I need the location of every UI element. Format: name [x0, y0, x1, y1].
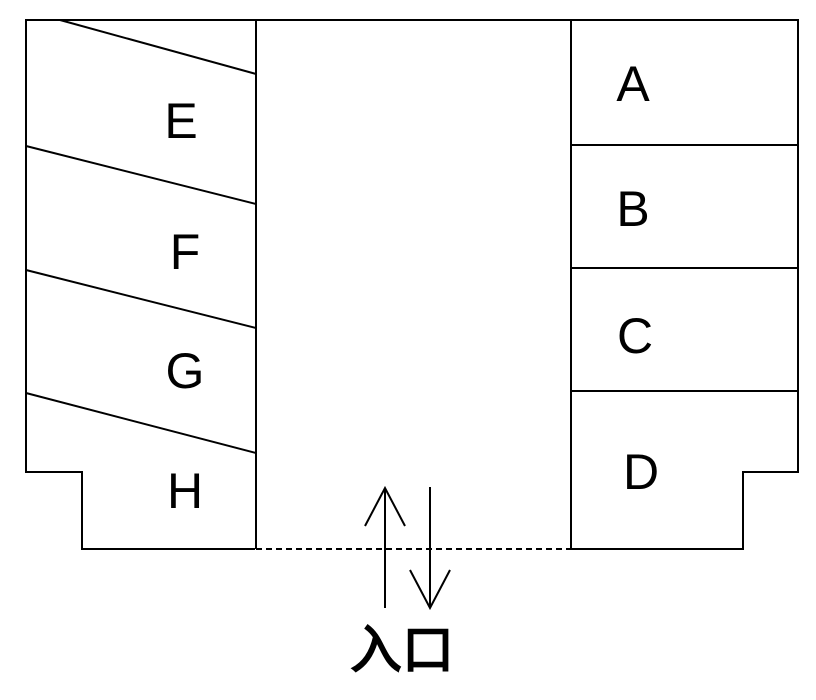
left-diagonal-fg — [25, 269, 257, 329]
space-label-g: G — [166, 343, 205, 399]
space-label-b: B — [616, 181, 649, 237]
space-label-d: D — [623, 444, 659, 500]
outer-boundary — [25, 19, 799, 550]
arrow-up-icon — [364, 485, 406, 608]
arrow-down-icon — [409, 487, 451, 611]
space-label-e: E — [164, 93, 197, 149]
space-label-a: A — [616, 56, 650, 112]
left-diagonal-top — [59, 19, 257, 75]
space-label-h: H — [167, 463, 203, 519]
entrance-label: 入口 — [350, 621, 454, 681]
space-label-c: C — [617, 308, 653, 364]
left-diagonal-ef — [25, 145, 257, 205]
space-label-f: F — [170, 224, 201, 280]
left-diagonal-gh — [25, 392, 257, 454]
